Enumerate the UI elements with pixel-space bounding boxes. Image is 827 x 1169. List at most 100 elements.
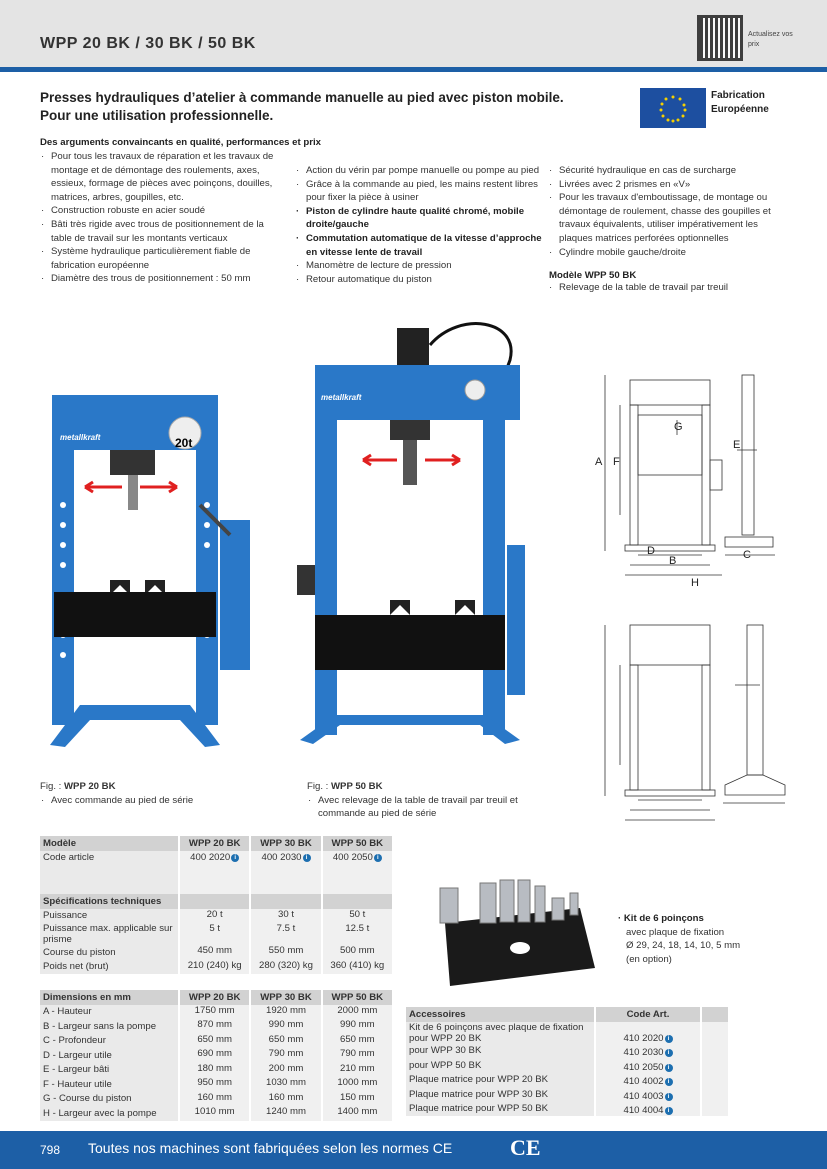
- th: Code Art.: [596, 1007, 700, 1022]
- caption-model: WPP 20 BK: [64, 781, 116, 792]
- cell: 1030 mm: [251, 1077, 321, 1092]
- accessory-name: pour WPP 30 BK: [406, 1043, 594, 1058]
- accessory-name: Kit de 6 poinçons avec plaque de fixatio…: [406, 1021, 594, 1044]
- code-value: 400 2030: [261, 852, 302, 864]
- features-col3: Sécurité hydraulique en cas de surcharge…: [548, 164, 788, 259]
- info-icon[interactable]: i: [664, 1049, 673, 1057]
- code-value: 400 2020: [190, 852, 231, 864]
- accessory-name: Plaque matrice pour WPP 50 BK: [406, 1101, 594, 1116]
- caption-item: Avec relevage de la table de travail par…: [307, 794, 547, 821]
- feature-item: Piston de cylindre haute qualité chromé,…: [295, 205, 543, 232]
- feature-item: Bâti très rigide avec trous de positionn…: [40, 218, 285, 245]
- dim-label-g: G: [674, 421, 683, 433]
- features-col3-block: Sécurité hydraulique en cas de surcharge…: [548, 164, 788, 295]
- dim-label-b: B: [669, 555, 676, 567]
- info-icon[interactable]: i: [664, 1034, 673, 1043]
- cell: F - Hauteur utile: [40, 1077, 178, 1092]
- feature-item: Construction robuste en acier soudé: [40, 204, 285, 218]
- feature-item: Système hydraulique particulièrement fia…: [40, 245, 285, 272]
- accessory-row: Kit de 6 poinçons avec plaque de fixatio…: [406, 1021, 728, 1044]
- info-icon[interactable]: i: [664, 1092, 673, 1101]
- brand-logo: metallkraft: [60, 433, 101, 442]
- cell: 990 mm: [322, 1019, 392, 1034]
- caption-prefix: Fig. :: [40, 781, 64, 792]
- info-icon[interactable]: i: [302, 854, 311, 863]
- cell: 7.5 t: [251, 923, 321, 945]
- cell: 1010 mm: [180, 1106, 250, 1121]
- feature-item: Commutation automatique de la vitesse d’…: [295, 232, 543, 259]
- cell: 20 t: [180, 908, 250, 923]
- code-value: 410 4004: [623, 1105, 664, 1116]
- code-value: 410 4003: [623, 1090, 664, 1102]
- cell: 650 mm: [251, 1033, 321, 1048]
- dim-label-a: A: [595, 456, 603, 468]
- cell: 790 mm: [322, 1048, 392, 1063]
- headline-line1: Presses hydrauliques d’atelier à command…: [40, 90, 564, 105]
- cell: E - Largeur bâti: [40, 1062, 178, 1077]
- press-wpp50-image: metallkraft: [297, 322, 525, 744]
- qr-label: Actualisez vos prix: [748, 31, 793, 48]
- caption-prefix: Fig. :: [307, 781, 331, 792]
- headline-line2: Pour une utilisation professionnelle.: [40, 108, 274, 123]
- th: WPP 30 BK: [251, 990, 321, 1005]
- kit-description: · Kit de 6 poinçons avec plaque de fixat…: [618, 913, 741, 965]
- cell: 30 t: [251, 908, 321, 923]
- feature-item: Sécurité hydraulique en cas de surcharge: [548, 164, 788, 178]
- cell: Poids net (brut): [40, 959, 178, 974]
- info-icon[interactable]: i: [664, 1107, 673, 1115]
- th: WPP 20 BK: [180, 836, 250, 851]
- info-icon[interactable]: i: [664, 1078, 673, 1086]
- footer: 798 Toutes nos machines sont fabriquées …: [0, 1131, 827, 1169]
- eu-badge-text: Fabrication Européenne: [711, 89, 769, 117]
- brand-logo: metallkraft: [321, 393, 362, 402]
- cell: 650 mm: [180, 1033, 250, 1048]
- feature-item: Cylindre mobile gauche/droite: [548, 246, 788, 260]
- eu-flag-icon: [640, 88, 706, 128]
- press-wpp20-image: 20t metallkraft: [50, 395, 250, 747]
- th: Modèle: [40, 836, 178, 851]
- th: WPP 30 BK: [251, 836, 321, 851]
- cell: A - Hauteur: [40, 1004, 178, 1019]
- feature-item: Retour automatique du piston: [295, 273, 543, 287]
- features-col2: Action du vérin par pompe manuelle ou po…: [295, 164, 543, 286]
- info-icon[interactable]: i: [664, 1063, 673, 1072]
- cell: 5 t: [180, 923, 250, 945]
- cell: 990 mm: [251, 1019, 321, 1034]
- model50-heading: Modèle WPP 50 BK: [549, 270, 637, 282]
- cell: 950 mm: [180, 1077, 250, 1092]
- info-icon[interactable]: i: [231, 854, 240, 863]
- info-icon[interactable]: i: [373, 854, 382, 863]
- th: WPP 50 BK: [322, 836, 392, 851]
- feature-item: Relevage de la table de travail par treu…: [548, 281, 788, 295]
- eu-badge-line2: Européenne: [711, 104, 769, 115]
- feature-item: Manomètre de lecture de pression: [295, 259, 543, 273]
- qr-code-icon[interactable]: [697, 15, 743, 61]
- cell: 500 mm: [322, 945, 392, 960]
- feature-item: Pour tous les travaux de réparation et l…: [40, 150, 285, 204]
